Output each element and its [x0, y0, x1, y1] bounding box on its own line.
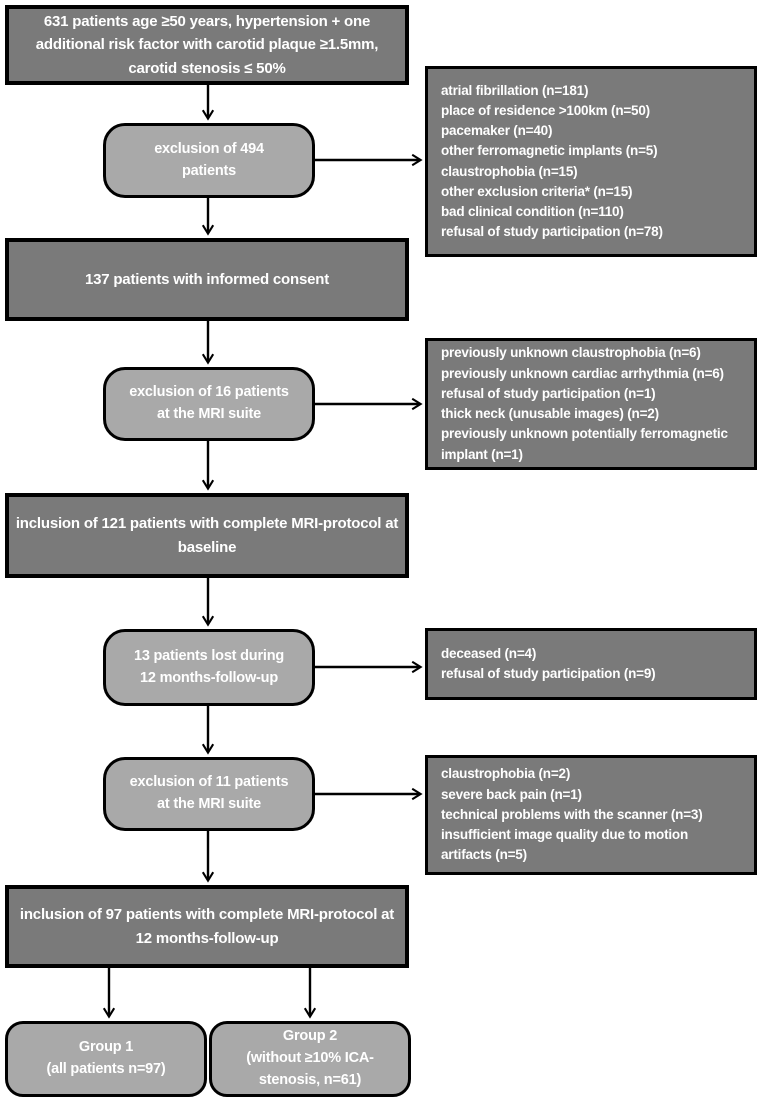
inclusion-97-followup-box: inclusion of 97 patients with complete M…	[5, 885, 409, 968]
lost-13-followup-box: 13 patients lost during 12 months-follow…	[103, 629, 315, 706]
exclusion-16-reasons-box: previously unknown claustrophobia (n=6) …	[425, 338, 757, 470]
exclusion-11-mri-box: exclusion of 11 patients at the MRI suit…	[103, 757, 315, 831]
exclusion-494-reasons-box: atrial fibrillation (n=181) place of res…	[425, 66, 757, 257]
group-1-box: Group 1 (all patients n=97)	[5, 1021, 207, 1097]
inclusion-121-baseline-box: inclusion of 121 patients with complete …	[5, 493, 409, 578]
lost-13-reasons-box: deceased (n=4) refusal of study particip…	[425, 628, 757, 700]
group-2-box: Group 2 (without ≥10% ICA- stenosis, n=6…	[209, 1021, 411, 1097]
exclusion-16-mri-box: exclusion of 16 patients at the MRI suit…	[103, 367, 315, 441]
start-population-box: 631 patients age ≥50 years, hypertension…	[5, 5, 409, 85]
exclusion-494-box: exclusion of 494 patients	[103, 123, 315, 198]
informed-consent-box: 137 patients with informed consent	[5, 238, 409, 321]
exclusion-11-reasons-box: claustrophobia (n=2) severe back pain (n…	[425, 755, 757, 875]
